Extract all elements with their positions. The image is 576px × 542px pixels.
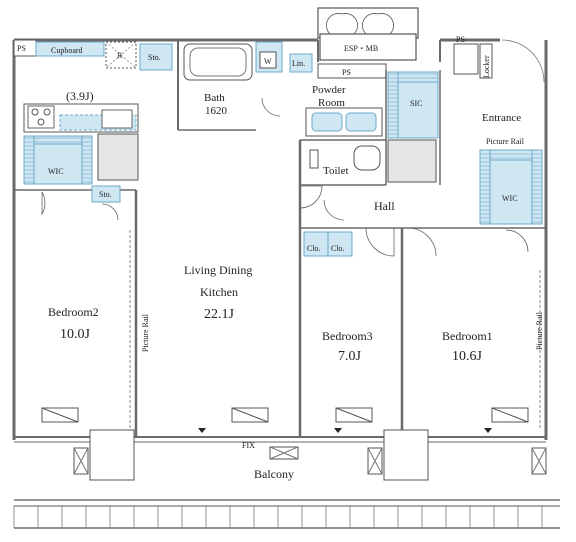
ps-left-label: PS: [17, 44, 26, 53]
hall-name: Hall: [374, 199, 395, 213]
sic-label: SIC: [410, 99, 422, 108]
storage-top-label: Sto.: [148, 53, 161, 62]
balcony-railing: [13, 506, 543, 528]
fix-label: FIX: [242, 441, 255, 450]
bedroom3-name: Bedroom3: [322, 329, 373, 343]
ldk-name-2: Kitchen: [200, 285, 238, 299]
ps-center-label: PS: [342, 68, 351, 77]
bath-name: Bath: [204, 92, 225, 104]
locker-label: Locker: [482, 55, 491, 78]
balcony-name: Balcony: [254, 467, 294, 481]
picture-rail-top-label: Picture Rail: [486, 137, 525, 146]
balcony: [14, 429, 560, 529]
powder-room: [305, 107, 383, 171]
bedroom2-size: 10.0J: [60, 327, 91, 342]
refrigerator-label: R: [117, 51, 123, 60]
entrance-name: Entrance: [482, 112, 521, 124]
picture-rail-left-label: Picture Rail: [141, 313, 150, 352]
air-conditioner-units: [41, 407, 529, 423]
exterior-walls: [12, 38, 548, 443]
bath: [183, 41, 313, 81]
bedroom1-size: 10.6J: [452, 349, 483, 364]
wic-right-label: WIC: [502, 194, 518, 203]
washer-label: W: [264, 57, 272, 66]
bedroom1-name: Bedroom1: [442, 329, 493, 343]
wic-left-label: WIC: [48, 167, 64, 176]
kitchen-size: (3.9J): [66, 89, 94, 103]
cupboard: [13, 39, 173, 71]
wic-right: [479, 149, 543, 225]
storage-wic-label: Sto.: [99, 190, 112, 199]
closets-bedroom3: [303, 231, 353, 257]
closet-2-label: Clo.: [331, 244, 345, 253]
kitchen-counter: [23, 103, 139, 181]
bath-size: 1620: [205, 105, 228, 117]
toilet-name: Toilet: [323, 165, 349, 177]
picture-rail-right-label: Picture Rail: [535, 311, 544, 350]
sic: [387, 71, 439, 183]
locker: [453, 39, 545, 83]
ldk-size: 22.1J: [204, 307, 235, 322]
powder-room-name-2: Room: [318, 97, 345, 109]
powder-room-name: Powder: [312, 84, 346, 96]
wic-left: [23, 135, 121, 203]
cupboard-label: Cupboard: [51, 46, 83, 55]
ldk-name: Living Dining: [184, 263, 252, 277]
esp-mb-area: [317, 7, 419, 79]
esp-mb-label: ESP・MB: [344, 44, 378, 53]
bedroom2-name: Bedroom2: [48, 305, 99, 319]
door-swings: [41, 97, 529, 257]
linen-label: Lin.: [292, 59, 305, 68]
ps-right-label: PS: [456, 35, 465, 44]
window-markers: [198, 428, 492, 433]
closet-1-label: Clo.: [307, 244, 321, 253]
bedroom3-size: 7.0J: [338, 349, 362, 364]
